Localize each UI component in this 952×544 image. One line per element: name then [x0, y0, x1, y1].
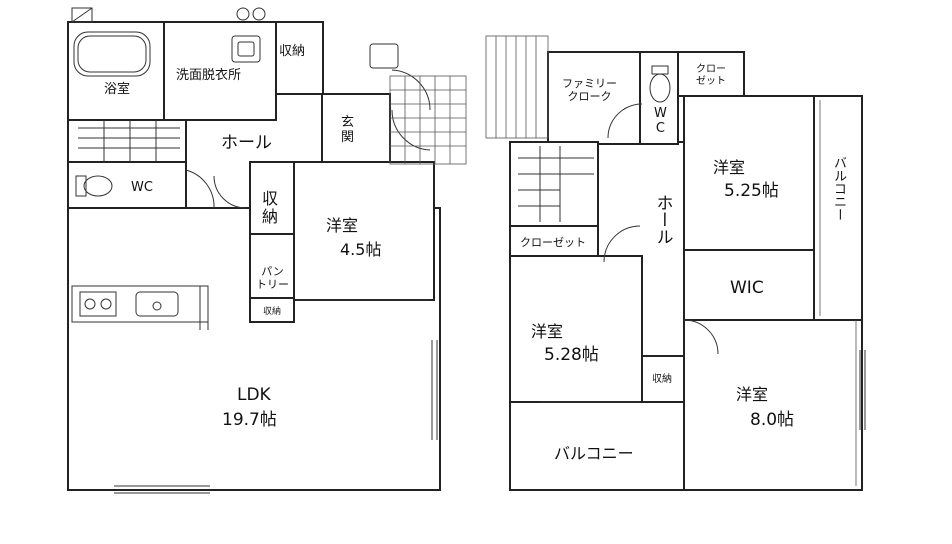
room-label-wc-2f: W C — [654, 106, 667, 136]
room-label-ldk-name: LDK — [237, 385, 271, 405]
room-label-washroom: 洗面脱衣所 — [176, 68, 242, 83]
room-label-storage-mid: 収 納 — [262, 189, 279, 227]
room-label-storage-top: 収納 — [279, 44, 306, 59]
room-label-hall-2f: ホール — [652, 194, 673, 245]
room-label-storage-2f: 収納 — [652, 374, 672, 385]
room-label-entrance: 玄 関 — [341, 115, 355, 145]
room-label-room-a-name: 洋室 — [713, 158, 746, 177]
room-label-pantry: パン トリー — [256, 265, 289, 291]
room-label-balcony-right: バルコニー — [830, 156, 846, 221]
room-label-room-b-name: 洋室 — [531, 322, 564, 341]
room-label-western-4-5-size: 4.5帖 — [340, 240, 382, 259]
room-label-closet-left: クローゼット — [520, 236, 586, 249]
room-label-family-closet: ファミリー クローク — [562, 77, 617, 103]
room-label-room-c-size: 8.0帖 — [750, 410, 795, 430]
room-label-bath: 浴室 — [104, 82, 131, 97]
room-label-room-c-name: 洋室 — [736, 385, 769, 404]
floor1-walls — [67, 7, 467, 494]
room-label-wc-1f: WC — [131, 180, 153, 195]
room-label-ldk-size: 19.7帖 — [222, 410, 277, 430]
room-label-western-4-5-name: 洋室 — [326, 216, 359, 235]
room-label-hall-1f: ホール — [221, 133, 272, 153]
room-label-room-a-size: 5.25帖 — [724, 181, 779, 201]
room-label-closet-top: クロー ゼット — [696, 64, 726, 87]
room-label-room-b-size: 5.28帖 — [544, 345, 599, 365]
room-label-wic: WIC — [730, 278, 764, 298]
room-label-storage-small: 収納 — [263, 307, 282, 317]
room-label-balcony-bottom: バルコニー — [554, 444, 634, 463]
floor2-walls — [485, 35, 866, 491]
